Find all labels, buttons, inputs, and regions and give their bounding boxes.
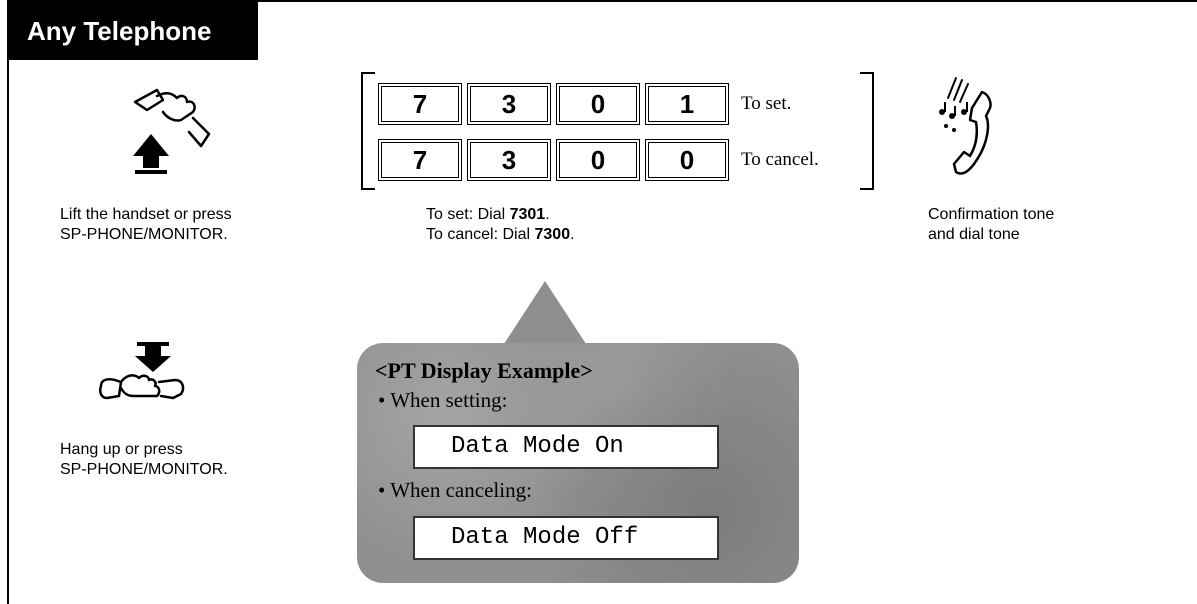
dial-key: 0: [556, 139, 640, 181]
dial-key: 1: [645, 83, 729, 125]
step2-caption: To set: Dial 7301. To cancel: Dial 7300.: [426, 206, 575, 243]
section-title: Any Telephone: [7, 0, 258, 60]
handset-hangup-icon: [99, 342, 185, 400]
display-canceling-readout: Data Mode Off: [413, 516, 719, 560]
to-cancel-label: To cancel.: [741, 149, 819, 170]
dial-key: 7: [378, 139, 462, 181]
handset-lift-icon: [133, 88, 211, 174]
ringing-handset-icon: [939, 77, 992, 175]
right-bracket: [860, 72, 874, 190]
frame-top-rule: [7, 0, 1197, 2]
when-setting-label: • When setting:: [378, 388, 508, 412]
dial-key: 3: [467, 83, 551, 125]
dial-key: 0: [645, 139, 729, 181]
step1-caption: Lift the handset or press SP-PHONE/MONIT…: [60, 206, 232, 243]
step4-caption: Hang up or press SP-PHONE/MONITOR.: [60, 441, 228, 478]
left-bracket: [361, 72, 375, 190]
frame-left-rule: [7, 0, 9, 604]
balloon-pointer: [502, 281, 588, 347]
step3-caption: Confirmation tone and dial tone: [928, 206, 1055, 243]
display-setting-readout: Data Mode On: [413, 425, 719, 469]
dial-key: 7: [378, 83, 462, 125]
dial-key: 3: [467, 139, 551, 181]
dial-key: 0: [556, 83, 640, 125]
when-canceling-label: • When canceling:: [378, 478, 532, 502]
pt-display-example-title: <PT Display Example>: [375, 358, 593, 383]
to-set-label: To set.: [741, 93, 792, 114]
